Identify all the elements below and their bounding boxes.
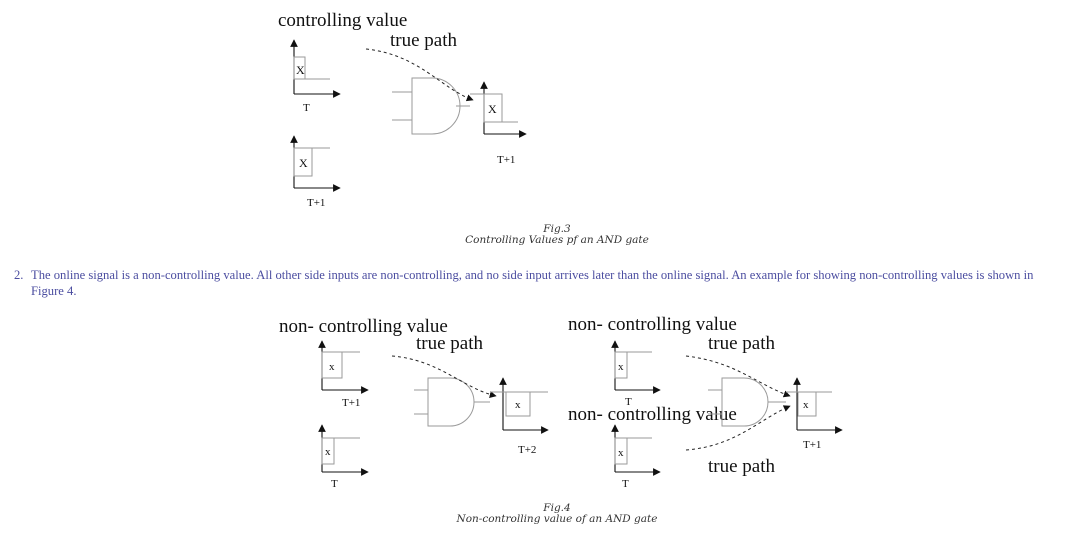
right-input-1-time: T bbox=[625, 396, 632, 408]
controlling-value-label: controlling value bbox=[278, 10, 407, 31]
left-output-waveform: x T+2 bbox=[490, 377, 549, 456]
left-output-time: T+2 bbox=[518, 444, 536, 456]
paragraph-item-2: 2. The online signal is a non-controllin… bbox=[14, 267, 1059, 299]
list-number: 2. bbox=[14, 268, 24, 282]
figure-3-number: Fig.3 bbox=[543, 223, 571, 235]
input-waveform-2: X T+1 bbox=[290, 135, 341, 209]
input-2-value: X bbox=[299, 156, 308, 170]
right-true-path-curve-bottom bbox=[685, 405, 791, 451]
right-true-path-label-top: true path bbox=[708, 333, 776, 354]
right-and-gate bbox=[708, 377, 786, 427]
figure-4-diagram: non- controlling value true path x T+1 x… bbox=[279, 314, 843, 490]
right-true-path-label-bottom: true path bbox=[708, 456, 776, 477]
left-non-controlling-label: non- controlling value bbox=[279, 316, 448, 337]
right-input-waveform-1: x T bbox=[611, 340, 661, 408]
right-true-path-curve-top bbox=[685, 355, 791, 398]
output-time: T+1 bbox=[497, 154, 515, 166]
right-input-2-time: T bbox=[622, 478, 629, 490]
right-output-waveform: x T+1 bbox=[786, 377, 843, 451]
figure-4-caption: Fig.4 Non-controlling value of an AND ga… bbox=[0, 503, 1067, 525]
left-and-gate bbox=[414, 377, 490, 427]
input-1-value: X bbox=[296, 63, 305, 77]
input-waveform-1: X T bbox=[290, 39, 341, 114]
true-path-curve bbox=[365, 48, 474, 102]
true-path-label: true path bbox=[390, 30, 458, 51]
output-value: X bbox=[488, 102, 497, 116]
left-input-2-value: x bbox=[325, 446, 331, 458]
figure-4-caption-text: Non-controlling value of an AND gate bbox=[456, 513, 658, 525]
and-gate bbox=[392, 77, 470, 135]
figure-3-caption-text: Controlling Values pf an AND gate bbox=[465, 234, 649, 246]
left-input-waveform-1: x T+1 bbox=[318, 340, 369, 409]
left-output-value: x bbox=[515, 399, 521, 411]
left-input-1-time: T+1 bbox=[342, 397, 360, 409]
right-input-2-value: x bbox=[618, 447, 624, 459]
right-input-1-value: x bbox=[618, 361, 624, 373]
output-waveform: X T+1 bbox=[470, 81, 527, 166]
figure-3-diagram: controlling value true path X T X T+1 X … bbox=[278, 10, 527, 209]
left-input-1-value: x bbox=[329, 361, 335, 373]
right-non-controlling-label-top: non- controlling value bbox=[568, 314, 737, 335]
input-1-time: T bbox=[303, 102, 310, 114]
figure-3-caption: Fig.3 Controlling Values pf an AND gate bbox=[0, 224, 1067, 246]
right-input-waveform-2: x T bbox=[611, 424, 661, 490]
left-input-waveform-2: x T bbox=[318, 424, 369, 490]
right-output-time: T+1 bbox=[803, 439, 821, 451]
left-true-path-label: true path bbox=[416, 333, 484, 354]
left-input-2-time: T bbox=[331, 478, 338, 490]
input-2-time: T+1 bbox=[307, 197, 325, 209]
paragraph-text: The online signal is a non-controlling v… bbox=[31, 268, 1034, 298]
left-true-path-curve bbox=[391, 355, 497, 398]
figure-4-number: Fig.4 bbox=[543, 502, 571, 514]
right-non-controlling-label-mid: non- controlling value bbox=[568, 404, 737, 425]
right-output-value: x bbox=[803, 399, 809, 411]
